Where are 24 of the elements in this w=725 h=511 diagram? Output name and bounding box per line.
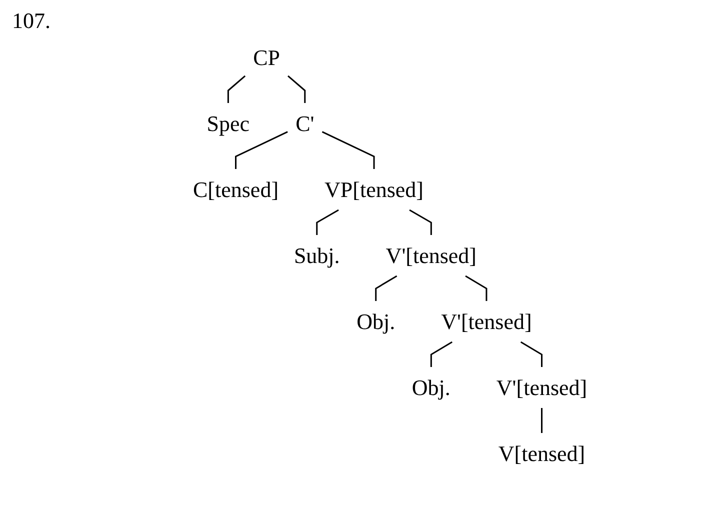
connector [540, 408, 542, 433]
connector [409, 209, 432, 235]
connector [322, 131, 375, 169]
node-text: V'[tensed] [441, 309, 532, 334]
node-text: Obj. [412, 374, 450, 400]
node-text: V'[tensed] [496, 374, 588, 400]
example-number: 107. [12, 8, 50, 34]
connector [287, 75, 306, 103]
connector [520, 341, 542, 367]
connector [375, 275, 398, 301]
connector [465, 275, 488, 301]
node-text: VP[tensed] [324, 177, 424, 202]
connector [430, 341, 452, 367]
node-text: Spec [206, 111, 250, 136]
node-text: Obj. [356, 309, 396, 334]
connector [316, 209, 339, 235]
node-text: C[tensed] [192, 177, 278, 202]
node-text: CP [253, 45, 280, 70]
node-text: C' [296, 111, 314, 136]
node-text: V'[tensed] [386, 243, 476, 268]
node-text: Subj. [294, 243, 340, 268]
connector [234, 131, 288, 169]
connector [227, 75, 246, 103]
node-text: V[tensed] [498, 440, 586, 466]
